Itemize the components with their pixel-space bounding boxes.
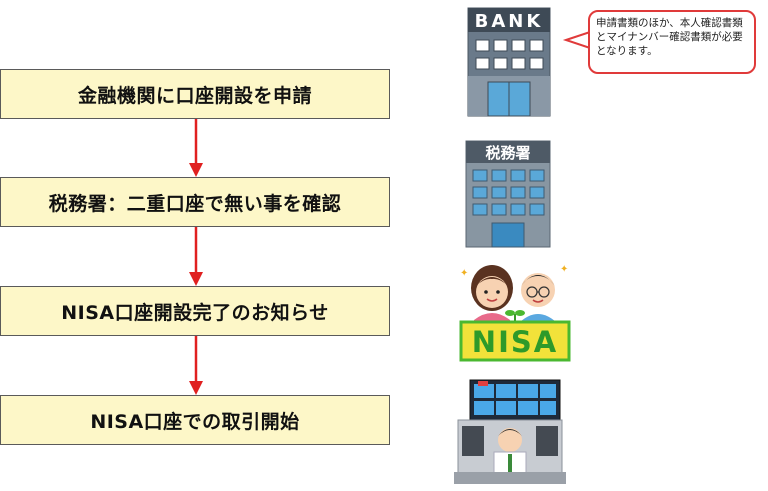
down-arrow-icon [189, 336, 203, 395]
bank-sign: BANK [475, 11, 544, 32]
trader-monitors-icon [454, 379, 566, 484]
man-figure [520, 273, 556, 324]
callout-note: 申請書類のほか、本人確認書類とマイナンバー確認書類が必要となります。 [588, 10, 756, 74]
bank-building-icon: BANK [467, 7, 551, 117]
callout-text: 申請書類のほか、本人確認書類とマイナンバー確認書類が必要となります。 [596, 17, 743, 57]
flow-step-tax-check: 税務署：二重口座で無い事を確認 [0, 177, 390, 227]
tax-office-building-icon: 税務署 [465, 140, 551, 248]
nisa-sign: NISA [472, 325, 558, 359]
nisa-couple-icon: ✦ ✦ NISA [459, 264, 571, 362]
flow-step-label: NISA口座開設完了のお知らせ [61, 301, 329, 324]
down-arrow-icon [189, 119, 203, 177]
sparkle-icon: ✦ [460, 268, 468, 279]
sparkle-icon: ✦ [560, 264, 568, 275]
tax-office-sign: 税務署 [485, 144, 530, 162]
flow-step-notification: NISA口座開設完了のお知らせ [0, 286, 390, 336]
flow-step-apply: 金融機関に口座開設を申請 [0, 69, 390, 119]
down-arrow-icon [189, 227, 203, 286]
flow-step-start-trading: NISA口座での取引開始 [0, 395, 390, 445]
flow-step-label: 税務署：二重口座で無い事を確認 [48, 192, 342, 215]
flow-step-label: 金融機関に口座開設を申請 [77, 84, 312, 107]
flow-step-label: NISA口座での取引開始 [90, 410, 300, 433]
woman-figure [471, 265, 513, 324]
